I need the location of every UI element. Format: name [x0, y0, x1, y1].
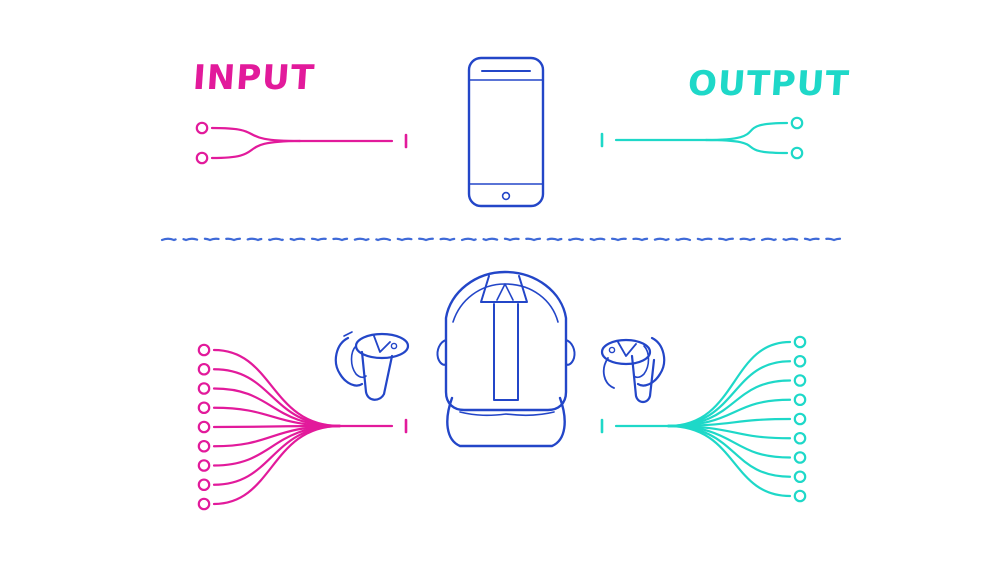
vr-output-endpoint-4 — [793, 393, 807, 407]
vr-output-endpoint-8 — [793, 470, 807, 484]
vr-output-endpoint-3 — [793, 374, 807, 387]
vr-output-endpoint-5 — [793, 412, 807, 426]
smartphone-icon — [467, 56, 545, 208]
vr-input-endpoint-2 — [197, 362, 211, 376]
phone-input-branch-1 — [210, 126, 302, 143]
vr-output-branch-9 — [666, 424, 792, 498]
vr-output-endpoint-6 — [793, 431, 807, 445]
vr-output-branch-5 — [666, 417, 792, 428]
vr-output-endpoint-7 — [793, 451, 807, 464]
phone-output-branch-2 — [704, 138, 789, 155]
left-controller-icon — [334, 331, 410, 401]
vr-input-branch-1 — [212, 348, 342, 428]
phone-input-branch-2 — [210, 139, 302, 160]
vr-headset-icon — [436, 270, 576, 448]
vr-input-endpoint-9 — [197, 497, 211, 511]
right-controller-icon — [600, 336, 666, 404]
vr-input-endpoint-1 — [197, 343, 211, 357]
input-label: INPUT — [191, 58, 317, 98]
vr-input-endpoint-8 — [197, 478, 211, 492]
vr-input-endpoint-7 — [197, 459, 211, 472]
vr-output-branch-8 — [666, 424, 792, 478]
phone-output-branches — [600, 116, 804, 160]
vr-input-branches — [197, 343, 408, 511]
phone-input-branches — [195, 121, 408, 165]
vr-output-branches — [600, 335, 807, 503]
phone-output-branch-1 — [704, 121, 789, 142]
output-label: OUTPUT — [686, 64, 851, 104]
vr-output-endpoint-2 — [793, 354, 807, 368]
phone-input-endpoint-2 — [195, 151, 209, 165]
vr-output-branch-2 — [666, 360, 792, 428]
phone-output-endpoint-1 — [790, 116, 804, 130]
vr-input-endpoint-3 — [197, 382, 211, 395]
vr-input-endpoint-4 — [197, 401, 211, 415]
vr-input-branch-9 — [212, 424, 342, 506]
vr-input-endpoint-6 — [197, 439, 211, 453]
phone-input-endpoint-1 — [195, 121, 209, 135]
vr-input-endpoint-5 — [197, 420, 211, 434]
vr-output-endpoint-1 — [793, 335, 807, 349]
vr-output-endpoint-9 — [793, 489, 807, 503]
wavy-divider — [160, 237, 848, 242]
phone-output-endpoint-2 — [790, 146, 804, 160]
